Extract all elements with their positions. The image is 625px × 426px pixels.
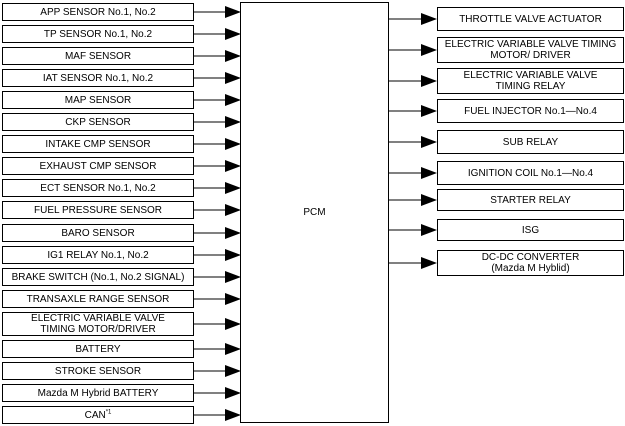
input-box: IG1 RELAY No.1, No.2 [2, 246, 194, 264]
arrow-head [421, 13, 437, 25]
arrow-head [225, 318, 241, 330]
arrow-head [225, 365, 241, 377]
arrow-head [225, 160, 241, 172]
arrow-head [421, 257, 437, 269]
input-box: IAT SENSOR No.1, No.2 [2, 69, 194, 87]
input-label: TP SENSOR No.1, No.2 [43, 28, 153, 40]
arrow-head [421, 44, 437, 56]
output-label: ELECTRIC VARIABLE VALVE TIMING MOTOR/ DR… [444, 39, 617, 61]
arrow-head [421, 224, 437, 236]
input-box: ELECTRIC VARIABLE VALVE TIMING MOTOR/DRI… [2, 312, 194, 336]
output-label: ISG [521, 224, 540, 236]
input-box: APP SENSOR No.1, No.2 [2, 3, 194, 21]
input-box: TP SENSOR No.1, No.2 [2, 25, 194, 43]
input-box: MAF SENSOR [2, 47, 194, 65]
output-label: IGNITION COIL No.1—No.4 [467, 167, 594, 179]
input-label: INTAKE CMP SENSOR [45, 138, 151, 150]
input-box: Mazda M Hybrid BATTERY [2, 384, 194, 402]
input-label: CAN*1 [84, 409, 112, 421]
arrow-head [225, 204, 241, 216]
input-box: TRANSAXLE RANGE SENSOR [2, 290, 194, 308]
arrow-head [225, 6, 241, 18]
arrow-head [421, 136, 437, 148]
arrow-head [225, 72, 241, 84]
output-box: ISG [437, 219, 624, 241]
input-box: CAN*1 [2, 406, 194, 424]
input-box: BARO SENSOR [2, 224, 194, 242]
arrow-head [225, 28, 241, 40]
input-box: BRAKE SWITCH (No.1, No.2 SIGNAL) [2, 268, 194, 286]
pcm-block: PCM [240, 2, 389, 423]
input-label: STROKE SENSOR [54, 365, 142, 377]
input-box: MAP SENSOR [2, 91, 194, 109]
input-label: TRANSAXLE RANGE SENSOR [26, 293, 170, 305]
input-label: IG1 RELAY No.1, No.2 [47, 249, 149, 261]
arrow-head [225, 249, 241, 261]
arrow-head [225, 293, 241, 305]
output-box: ELECTRIC VARIABLE VALVE TIMING MOTOR/ DR… [437, 37, 624, 63]
output-box: STARTER RELAY [437, 189, 624, 211]
arrow-head [225, 138, 241, 150]
input-label: BATTERY [75, 343, 121, 355]
input-box: FUEL PRESSURE SENSOR [2, 201, 194, 219]
input-label: BRAKE SWITCH (No.1, No.2 SIGNAL) [11, 271, 185, 283]
input-label: MAP SENSOR [64, 94, 132, 106]
input-box: BATTERY [2, 340, 194, 358]
arrow-head [421, 105, 437, 117]
output-box: THROTTLE VALVE ACTUATOR [437, 7, 624, 31]
can-footnote: *1 [105, 409, 112, 416]
input-label: ECT SENSOR No.1, No.2 [40, 182, 156, 194]
input-box: INTAKE CMP SENSOR [2, 135, 194, 153]
output-label: SUB RELAY [502, 136, 559, 148]
arrow-head [225, 94, 241, 106]
input-label: IAT SENSOR No.1, No.2 [42, 72, 154, 84]
input-box: EXHAUST CMP SENSOR [2, 157, 194, 175]
arrow-head [225, 116, 241, 128]
output-box: IGNITION COIL No.1—No.4 [437, 161, 624, 185]
output-label: FUEL INJECTOR No.1—No.4 [464, 105, 597, 117]
arrow-head [421, 75, 437, 87]
output-label: DC-DC CONVERTER (Mazda M Hyblid) [481, 252, 580, 274]
arrow-head [421, 194, 437, 206]
input-label: MAF SENSOR [64, 50, 132, 62]
input-label: Mazda M Hybrid BATTERY [37, 387, 159, 399]
input-label: APP SENSOR No.1, No.2 [40, 6, 156, 18]
input-box: CKP SENSOR [2, 113, 194, 131]
pcm-label: PCM [303, 207, 326, 218]
input-label: EXHAUST CMP SENSOR [39, 160, 157, 172]
input-label: FUEL PRESSURE SENSOR [34, 204, 162, 216]
arrow-head [225, 343, 241, 355]
output-label: THROTTLE VALVE ACTUATOR [459, 13, 602, 25]
arrow-head [225, 409, 241, 421]
output-box: ELECTRIC VARIABLE VALVE TIMING RELAY [437, 68, 624, 94]
input-label: CKP SENSOR [65, 116, 131, 128]
arrow-head [225, 271, 241, 283]
output-box: DC-DC CONVERTER (Mazda M Hyblid) [437, 250, 624, 276]
arrow-head [225, 182, 241, 194]
arrow-head [225, 50, 241, 62]
output-box: FUEL INJECTOR No.1—No.4 [437, 99, 624, 123]
output-label: STARTER RELAY [490, 194, 571, 206]
input-label: ELECTRIC VARIABLE VALVE TIMING MOTOR/DRI… [31, 313, 165, 335]
arrow-head [421, 167, 437, 179]
output-label: ELECTRIC VARIABLE VALVE TIMING RELAY [463, 70, 598, 92]
output-box: SUB RELAY [437, 130, 624, 154]
arrow-head [225, 227, 241, 239]
input-box: STROKE SENSOR [2, 362, 194, 380]
input-box: ECT SENSOR No.1, No.2 [2, 179, 194, 197]
input-label: BARO SENSOR [61, 227, 135, 239]
arrow-head [225, 387, 241, 399]
